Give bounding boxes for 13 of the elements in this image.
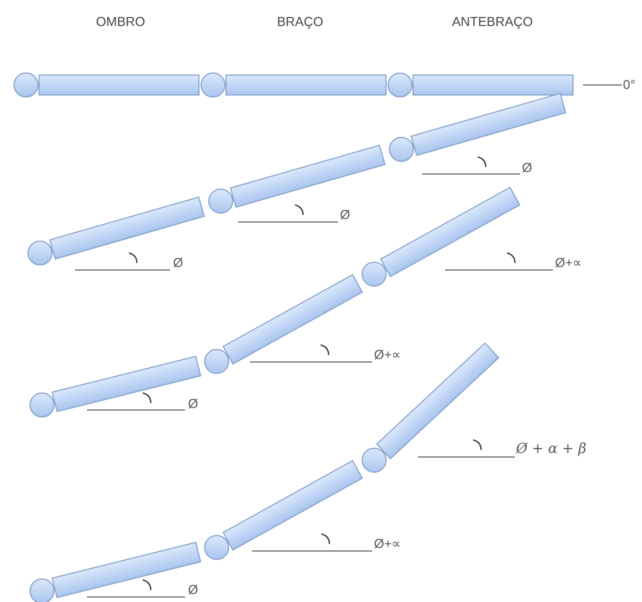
segment-heading: ANTEBRAÇO	[452, 14, 533, 29]
angle-label: 0°	[623, 77, 636, 92]
angle-label: Ø+∝	[374, 536, 401, 551]
angle-label: Ø+∝	[555, 255, 582, 270]
angle-label: Ø	[173, 255, 184, 270]
angle-label: Ø + α + β	[516, 442, 586, 457]
segment-heading: BRAÇO	[277, 14, 324, 29]
angle-label: Ø	[522, 160, 532, 175]
angle-label: Ø	[188, 582, 198, 597]
angle-label: Ø	[340, 207, 350, 222]
angle-label: Ø	[188, 396, 198, 411]
angle-label: Ø+∝	[374, 347, 401, 362]
segment-heading: OMBRO	[96, 14, 146, 29]
